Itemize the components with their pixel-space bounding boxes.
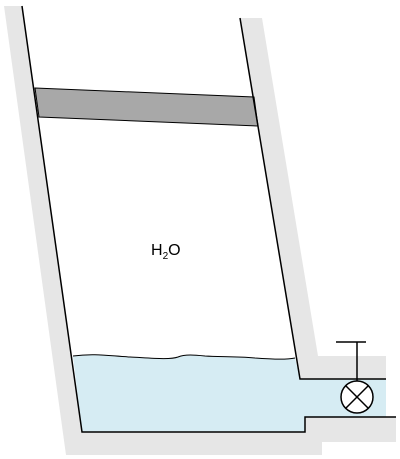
chemical-label-base: H (151, 242, 163, 259)
chemical-label-suffix: O (168, 242, 180, 259)
piston (34, 87, 259, 127)
water (73, 354, 386, 432)
water-surface (72, 354, 296, 360)
chemical-label: H2O (151, 242, 181, 262)
tank-wall-right (240, 18, 386, 379)
tank-inner-left-wall (21, 5, 396, 433)
valve-icon[interactable] (336, 341, 374, 414)
chemical-label-subscript: 2 (163, 251, 169, 262)
